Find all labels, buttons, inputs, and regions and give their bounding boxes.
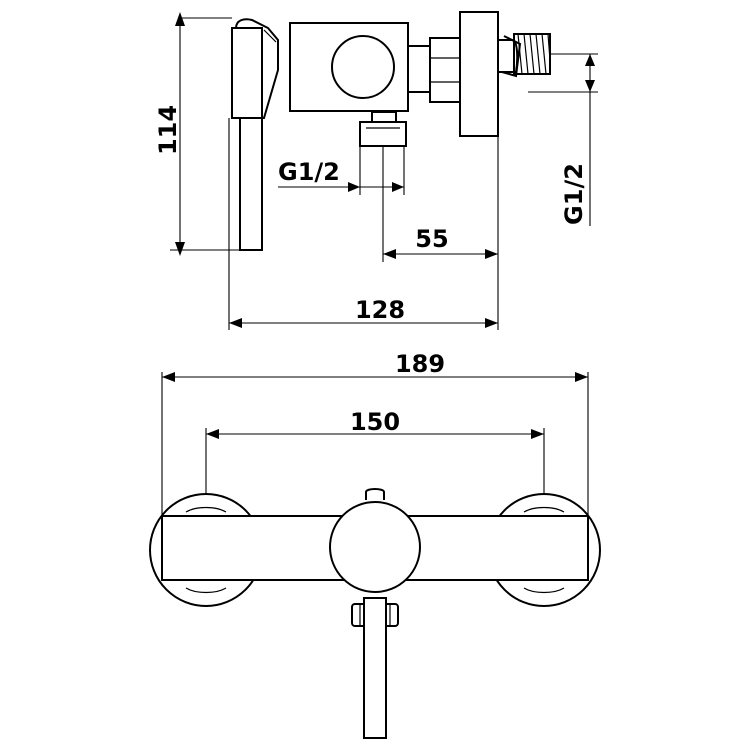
dim-150-label: 150 — [350, 408, 400, 436]
dim-g12-outlet: G1/2 — [278, 146, 405, 195]
dim-114: 114 — [154, 12, 240, 256]
hex-connector — [407, 37, 461, 103]
front-view: 189 150 — [149, 350, 601, 739]
dim-g12-inlet-label: G1/2 — [560, 163, 588, 225]
lever-handle-front — [351, 597, 399, 739]
dim-55: 55 — [382, 136, 499, 262]
side-view: 114 G1/2 55 128 — [154, 11, 598, 330]
dim-114-label: 114 — [154, 105, 182, 155]
dim-189: 189 — [161, 350, 589, 516]
dim-189-label: 189 — [395, 350, 445, 378]
control-knob — [329, 501, 421, 593]
dim-55-label: 55 — [415, 225, 448, 253]
wall-plate — [459, 11, 499, 137]
threaded-inlet — [498, 33, 551, 78]
dim-128: 128 — [228, 118, 499, 330]
dim-g12-outlet-label: G1/2 — [278, 158, 340, 186]
dim-150: 150 — [205, 408, 545, 494]
cartridge-circle — [331, 35, 395, 99]
dim-128-label: 128 — [355, 296, 405, 324]
dim-g12-inlet: G1/2 — [528, 53, 598, 226]
lever-handle-side — [231, 18, 279, 251]
mixer-body-side — [289, 22, 409, 112]
shower-outlet — [359, 111, 407, 147]
